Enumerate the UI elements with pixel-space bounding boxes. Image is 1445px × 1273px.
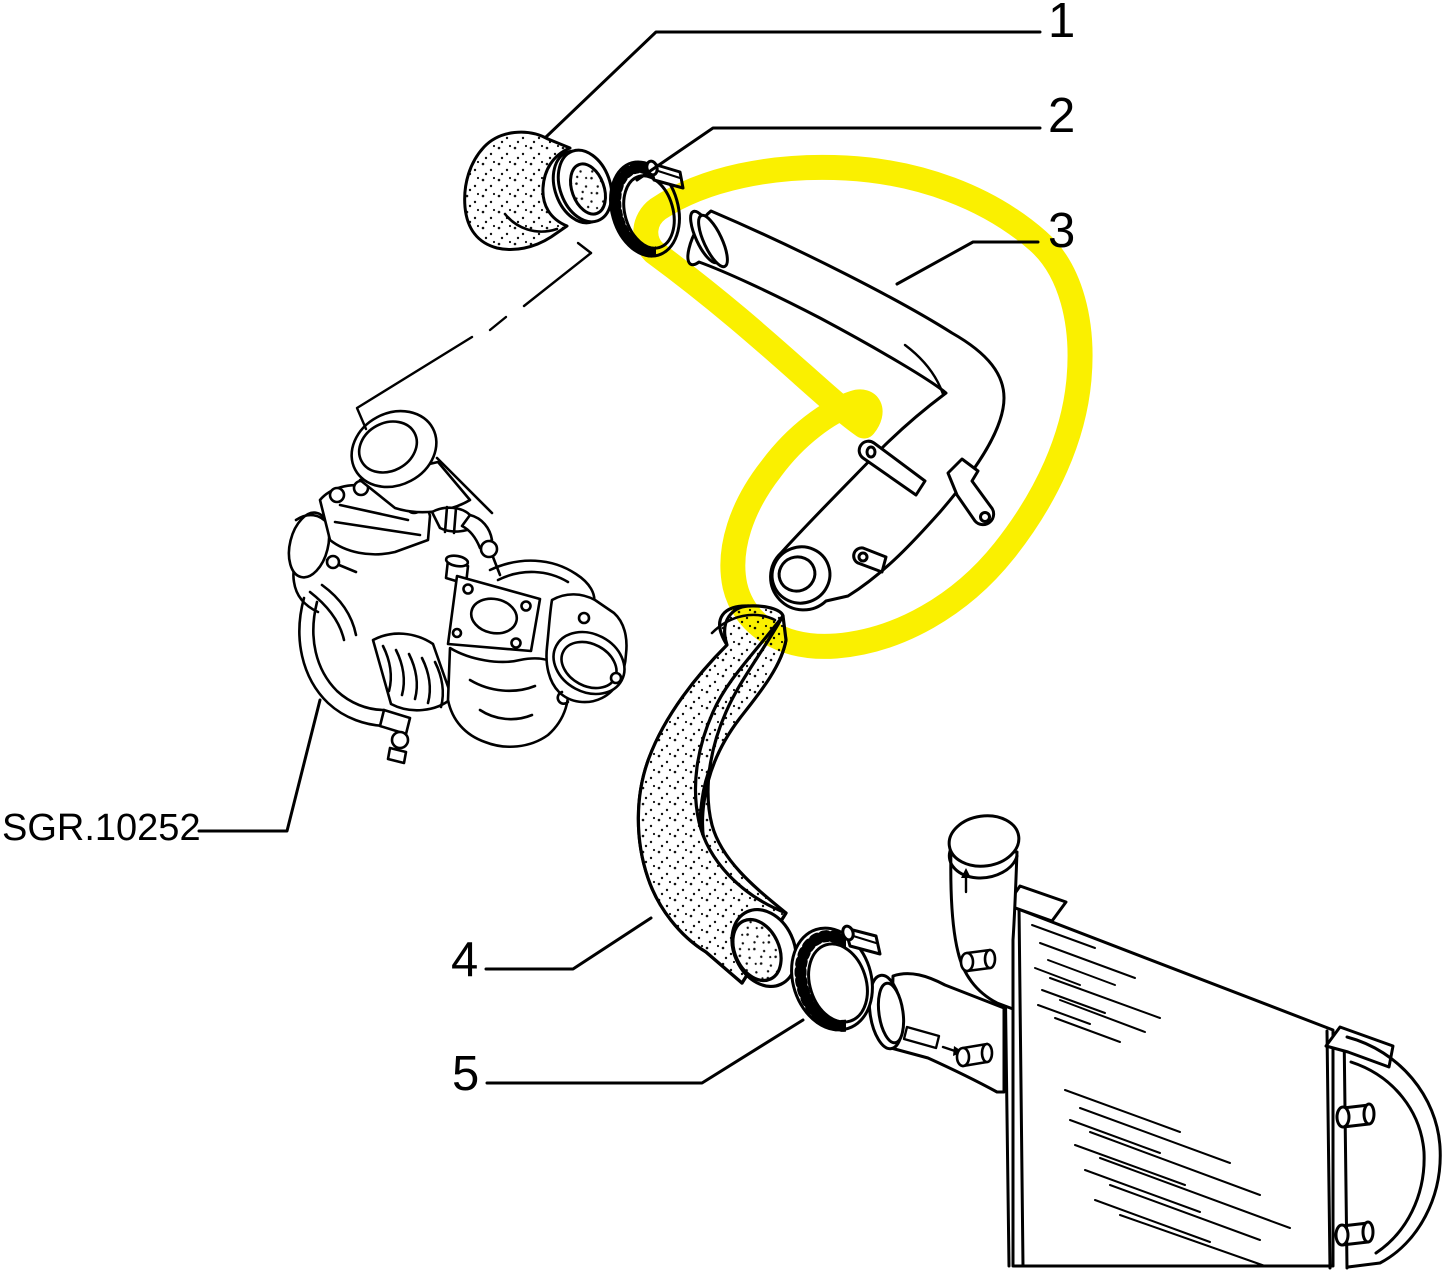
leader-line-1 [544,30,1042,139]
turbo-detail-line [468,678,537,693]
labels: 1 2 3 4 5 SGR.10252 [2,0,1075,1101]
assembly-axis-lines [355,241,593,431]
turbocharger-assembly [287,409,628,765]
turbo-rib [394,648,406,697]
turbo-flange-hole [609,671,623,685]
pipe-end-bead [697,213,729,269]
turbo-elbow-line2 [308,590,346,642]
intercooler-end-tank-inner [1349,1060,1426,1255]
intercooler-inlet-spout [889,972,1006,1094]
turbo-hex-top [444,554,470,568]
elbow-bore [569,162,607,216]
intercooler-flange-line [1325,1029,1332,1270]
turbo-flange-hole [520,600,532,612]
pipe-bracket-hole [865,445,877,459]
leader-line-sgr [197,698,322,833]
pipe-open-end-bore [777,555,817,593]
part-5-hose-clamp [790,924,882,1032]
intercooler-stub-pin [955,1042,994,1068]
intercooler-spout-slot [902,1025,941,1050]
turbo-actuator [287,511,331,579]
pipe-bend-crease [903,343,945,396]
pipe-bracket-right [946,457,996,527]
turbo-rib [420,656,432,705]
turbo-oil-fitting [378,708,412,736]
turbo-oil-pipe-inner [312,600,386,712]
turbo-flange-hole [462,583,474,595]
turbo-detail-line [443,505,449,534]
turbo-c-mark [556,690,570,705]
turbo-detail-line [478,708,534,721]
turbo-outlet-port-bore [357,420,419,474]
leader-line-2 [635,126,1042,182]
clamp-screw-head [841,924,855,942]
clamp-band-inner [807,942,869,1024]
turbo-cone-line [435,456,494,515]
turbo-flange-hole [577,611,591,625]
clamp-screw-slot [653,168,682,180]
turbo-rib [433,660,445,709]
leader-lines [197,30,1042,1085]
leader-line-5 [485,1018,805,1085]
turbo-bolt-icon [328,486,346,504]
turbo-rib [407,652,419,701]
leader-line-4 [484,916,653,971]
flow-arrow-head [961,868,971,878]
intercooler-mount-pin [1335,1102,1376,1129]
turbo-oil-pipe-outer [298,596,390,728]
turbo-detail-line [452,506,458,535]
intercooler-pipe-lip [947,849,1019,880]
turbo-flange-hole [510,637,522,649]
hose-body [636,604,788,985]
intercooler-hatching-lower [1064,1089,1291,1267]
elbow-fold-line [503,212,559,233]
turbo-scroll-band [488,559,596,606]
pipe-bracket-hole [979,511,991,523]
intercooler-hatching-upper [1031,924,1161,1043]
intercooler-flange-cap [1324,1025,1395,1069]
callout-3-label: 3 [1048,204,1075,258]
reference-label: SGR.10252 [2,807,201,849]
turbo-detail-line [333,520,422,537]
turbo-flange-port [469,597,519,635]
hose-open-end-bore [731,917,783,983]
part-4-hose [636,604,798,989]
turbo-flange-hole [451,627,463,639]
turbo-bolt-icon [325,554,341,570]
part-3-rigid-pipe [686,209,1006,612]
intercooler-stub-pin [959,948,997,973]
clamp-serrations [610,162,656,258]
highlight-marker-part-3 [633,154,1093,659]
flow-arrow-icon [941,1045,957,1053]
callout-1-label: 1 [1048,0,1075,48]
intercooler-core [1011,905,1335,1268]
turbo-lower-body [446,646,570,748]
turbo-elbow-line1 [320,583,358,637]
intercooler-pipe-cap [947,814,1021,868]
callout-5-label: 5 [452,1047,479,1101]
elbow-body [463,130,572,252]
part-1-elbow-hose [463,130,614,252]
turbo-bolt-icon [390,730,410,750]
callout-2-label: 2 [1048,89,1075,143]
callout-4-label: 4 [451,933,478,987]
pipe-bracket-hole [857,551,869,563]
turbo-detail-line [338,503,410,522]
turbo-bolt-small [386,746,408,765]
turbo-banjo-bolt [479,539,499,559]
intercooler [867,814,1442,1270]
intercooler-rail-line [1017,904,1025,1268]
clamp-serrations [794,930,846,1032]
intercooler-end-tank [1345,1035,1442,1269]
turbo-scroll-band2 [496,570,570,584]
turbo-rib [381,644,393,693]
leader-line-3 [895,240,1040,286]
intercooler-mount-pin [1334,1220,1375,1247]
intercooler-spout-bore [876,981,906,1045]
